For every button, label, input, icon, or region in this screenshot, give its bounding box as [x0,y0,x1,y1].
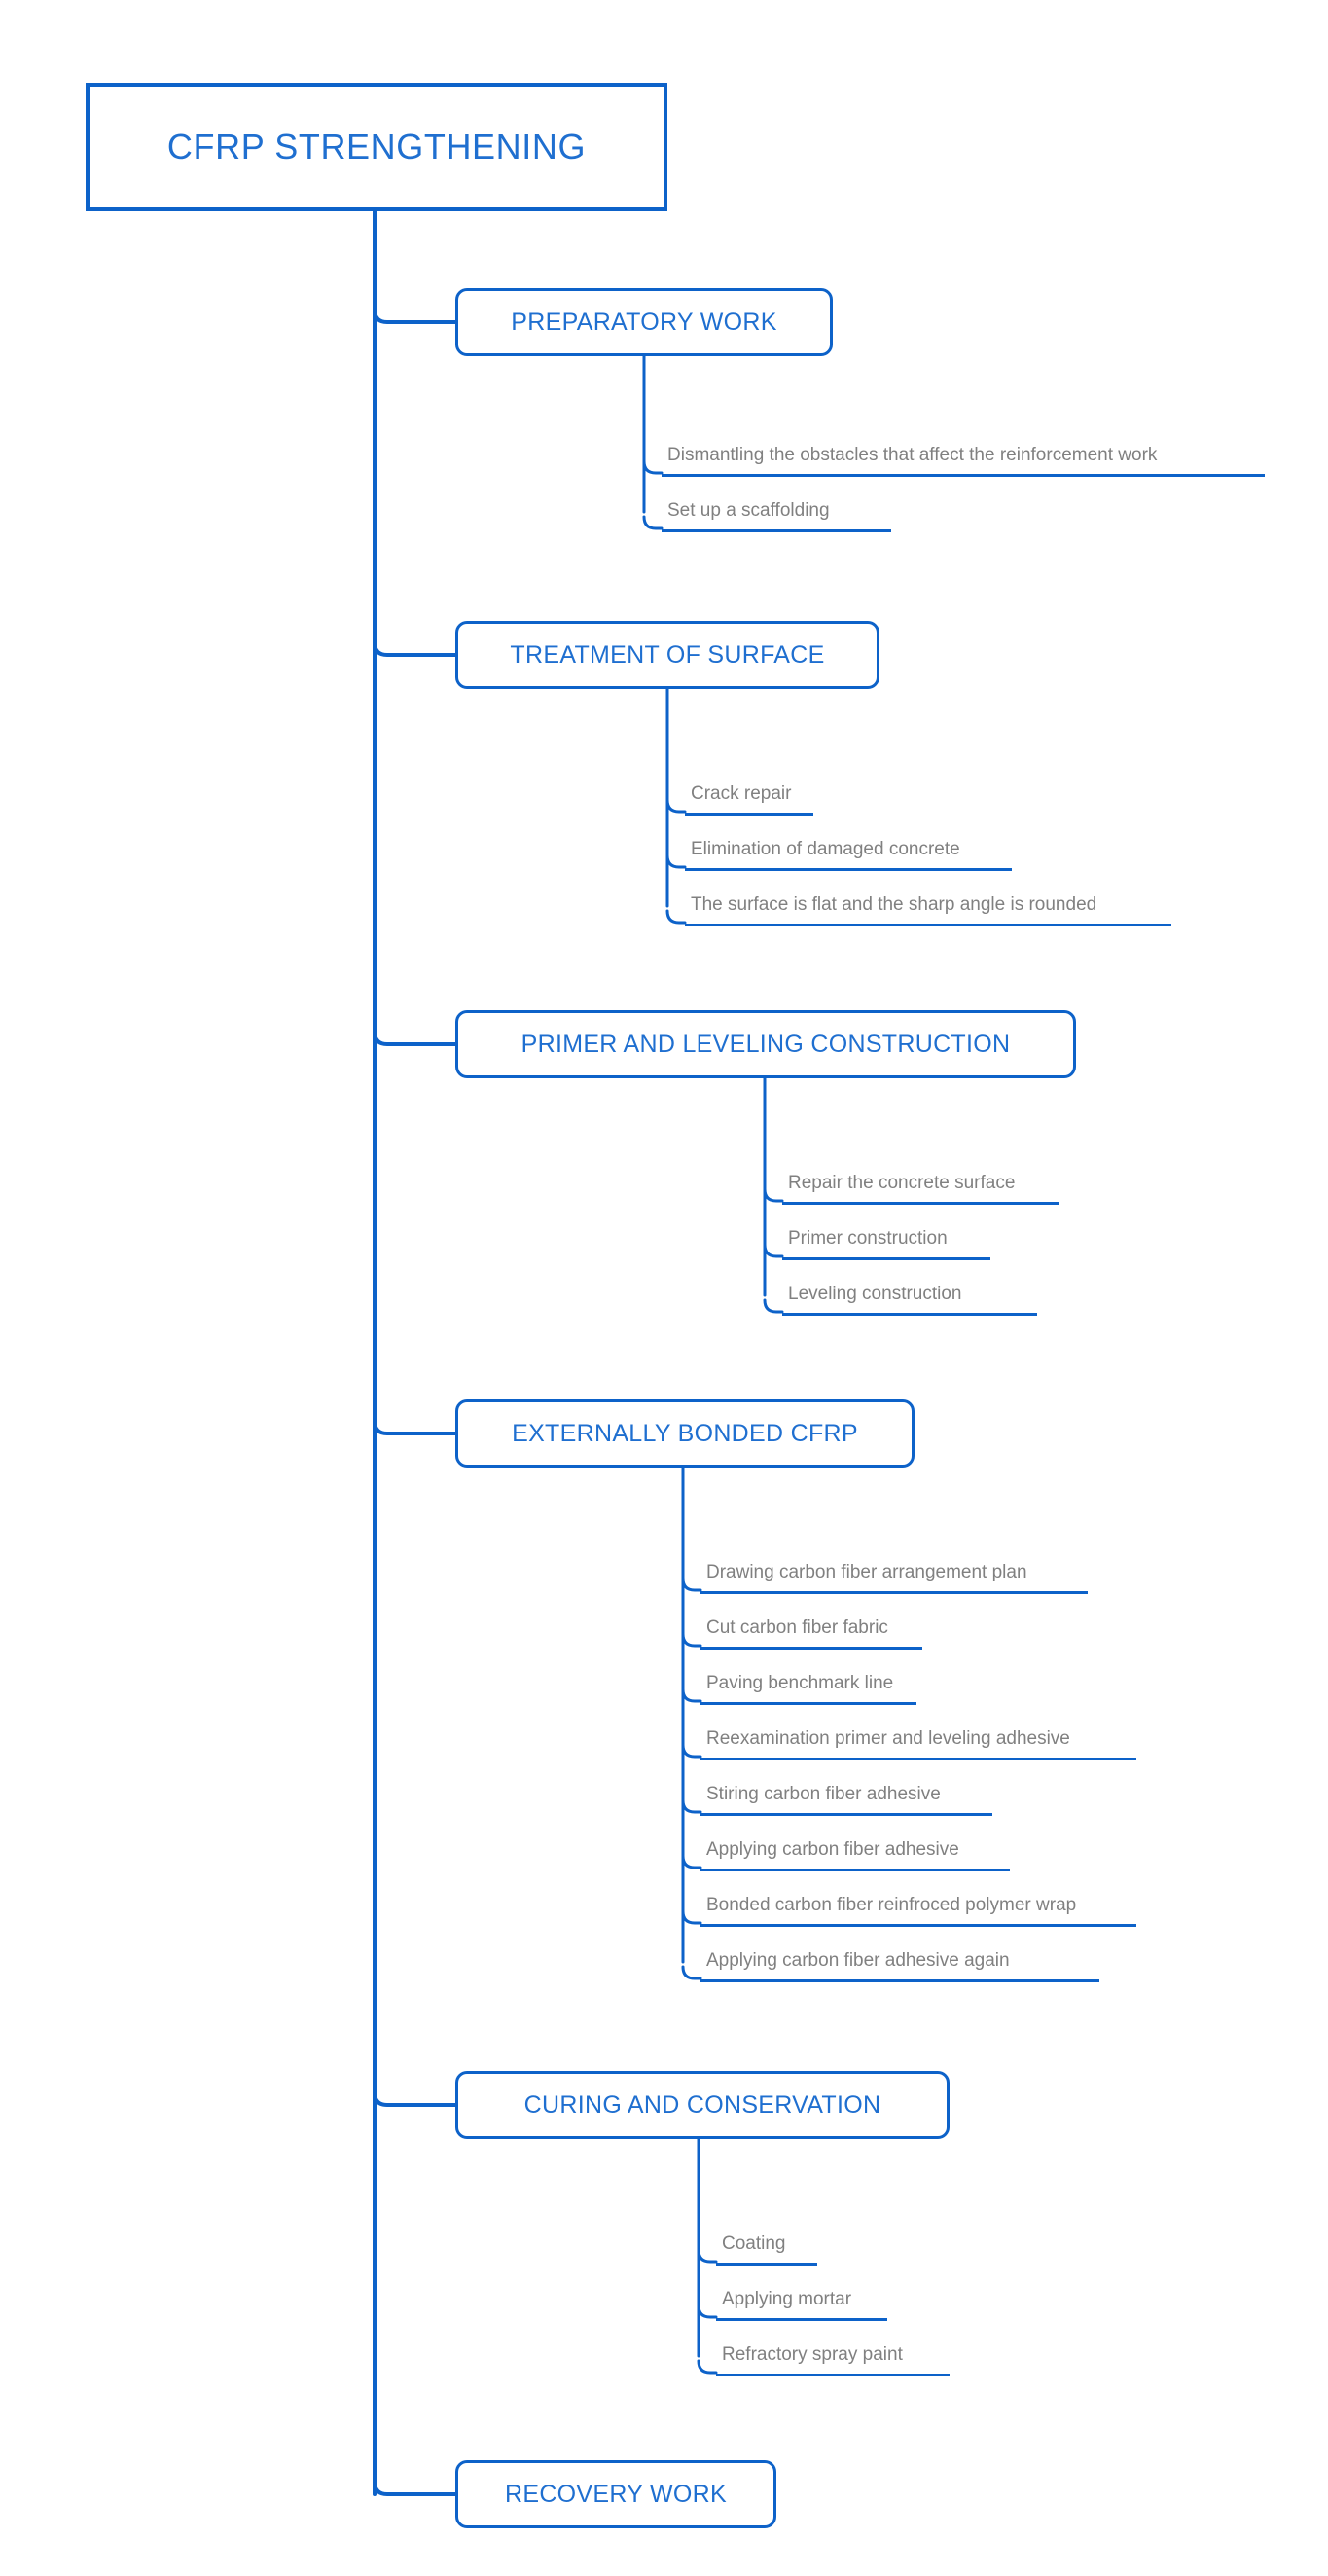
leaf-node[interactable]: Set up a scaffolding [662,498,891,532]
leaf-elbow-5-3 [697,2359,718,2375]
leaf-elbow-3-3 [763,1298,784,1314]
branch-node-recovery-work[interactable]: RECOVERY WORK [455,2460,776,2528]
branch-node-label: TREATMENT OF SURFACE [510,640,825,669]
leaf-elbow-4-6 [681,1854,702,1869]
leaf-node[interactable]: Refractory spray paint [716,2342,950,2376]
leaf-node[interactable]: Leveling construction [782,1282,1037,1316]
leaf-node[interactable]: Paving benchmark line [700,1671,916,1705]
spine-elbow-5 [373,2090,457,2107]
leaf-node[interactable]: Cut carbon fiber fabric [700,1615,922,1650]
branch-node-label: RECOVERY WORK [504,2480,728,2508]
leaf-node[interactable]: Drawing carbon fiber arrangement plan [700,1560,1088,1594]
leaf-elbow-5-2 [697,2304,718,2319]
root-node-label: CFRP STRENGTHENING [166,127,587,166]
leaf-node-label: Applying carbon fiber adhesive again [706,1950,1010,1971]
leaf-node-label: Elimination of damaged concrete [691,839,960,859]
leaf-node-label: Bonded carbon fiber reinfroced polymer w… [706,1895,1077,1915]
leaf-node-label: Primer construction [788,1228,948,1249]
leaf-node[interactable]: Applying mortar [716,2287,887,2321]
leaf-node-label: Applying carbon fiber adhesive [706,1839,959,1860]
leaf-node-label: Applying mortar [722,2289,852,2309]
leaf-node[interactable]: Applying carbon fiber adhesive [700,1837,1010,1871]
spine-elbow-6 [373,2480,457,2496]
leaf-node[interactable]: Reexamination primer and leveling adhesi… [700,1726,1136,1760]
leaf-elbow-4-1 [681,1577,702,1592]
leaf-node-label: Repair the concrete surface [788,1173,1016,1193]
leaf-elbow-4-5 [681,1798,702,1814]
leaf-node-label: Crack repair [691,783,792,804]
leaf-node-label: The surface is flat and the sharp angle … [691,894,1097,915]
leaf-elbow-2-1 [665,798,687,814]
branch-node-label: PREPARATORY WORK [511,308,777,336]
leaf-node-label: Cut carbon fiber fabric [706,1617,888,1638]
leaf-elbow-1-2 [642,515,664,530]
leaf-elbow-4-4 [681,1743,702,1759]
root-node[interactable]: CFRP STRENGTHENING [86,83,667,211]
leaf-node[interactable]: Elimination of damaged concrete [685,837,1012,871]
leaf-elbow-4-8 [681,1965,702,1980]
leaf-node[interactable]: Primer construction [782,1226,990,1260]
leaf-elbow-5-1 [697,2248,718,2264]
branch-node-treatment-of-surface[interactable]: TREATMENT OF SURFACE [455,621,879,689]
leaf-node[interactable]: Bonded carbon fiber reinfroced polymer w… [700,1893,1136,1927]
leaf-node-label: Reexamination primer and leveling adhesi… [706,1728,1070,1749]
leaf-node-label: Paving benchmark line [706,1673,894,1693]
branch-node-label: PRIMER AND LEVELING CONSTRUCTION [520,1030,1011,1058]
leaf-node[interactable]: Coating [716,2231,817,2266]
leaf-node-label: Leveling construction [788,1284,962,1304]
leaf-elbow-2-2 [665,853,687,869]
branch-node-label: EXTERNALLY BONDED CFRP [512,1419,858,1447]
leaf-node[interactable]: Repair the concrete surface [782,1171,1059,1205]
leaf-elbow-3-2 [763,1243,784,1258]
leaf-elbow-4-3 [681,1687,702,1703]
leaf-node[interactable]: Stiring carbon fiber adhesive [700,1782,992,1816]
leaf-elbow-2-3 [665,909,687,925]
spine-elbow-1 [373,308,457,324]
branch-node-primer-and-leveling-construction[interactable]: PRIMER AND LEVELING CONSTRUCTION [455,1010,1076,1078]
spine-elbow-2 [373,640,457,657]
leaf-node-label: Refractory spray paint [722,2344,903,2365]
leaf-elbow-4-2 [681,1632,702,1648]
leaf-elbow-3-1 [763,1187,784,1203]
branch-node-preparatory-work[interactable]: PREPARATORY WORK [455,288,833,356]
branch-node-externally-bonded-cfrp[interactable]: EXTERNALLY BONDED CFRP [455,1399,915,1468]
branch-node-curing-and-conservation[interactable]: CURING AND CONSERVATION [455,2071,950,2139]
spine-elbow-3 [373,1030,457,1046]
leaf-elbow-1-1 [642,459,664,475]
leaf-node-label: Set up a scaffolding [667,500,830,521]
leaf-node[interactable]: The surface is flat and the sharp angle … [685,892,1171,926]
branch-node-label: CURING AND CONSERVATION [523,2090,881,2119]
leaf-node[interactable]: Dismantling the obstacles that affect th… [662,443,1265,477]
leaf-node[interactable]: Crack repair [685,781,813,816]
leaf-node-label: Drawing carbon fiber arrangement plan [706,1562,1027,1582]
spine-elbow-4 [373,1419,457,1435]
leaf-node[interactable]: Applying carbon fiber adhesive again [700,1948,1099,1982]
leaf-node-label: Coating [722,2233,786,2254]
leaf-node-label: Dismantling the obstacles that affect th… [667,445,1158,465]
leaf-elbow-4-7 [681,1909,702,1925]
leaf-node-label: Stiring carbon fiber adhesive [706,1784,941,1804]
